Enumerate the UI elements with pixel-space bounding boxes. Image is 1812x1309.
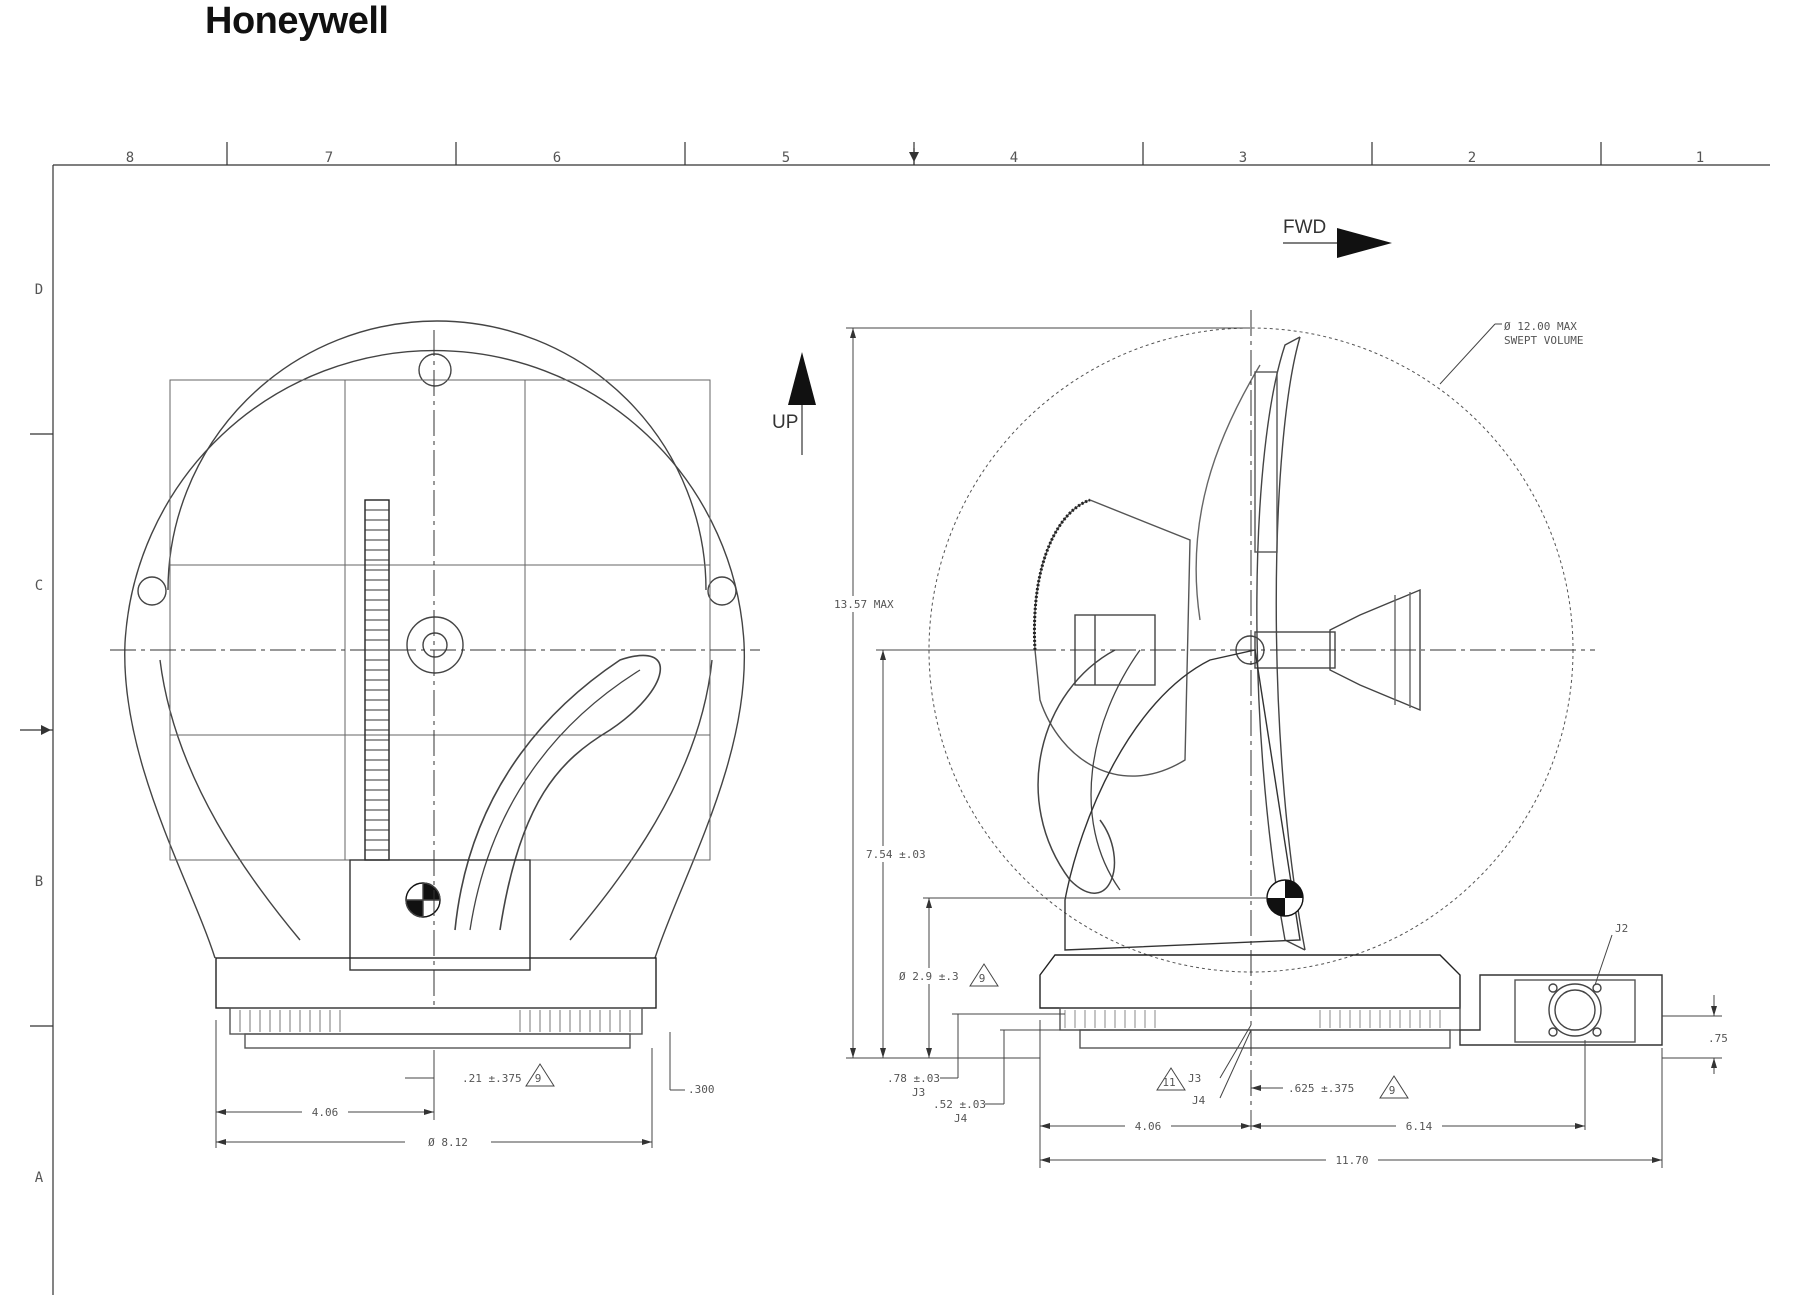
side-dim-cg: Ø 2.9 ±.3 [899,970,959,983]
side-cg-note-number: 9 [979,972,986,985]
front-base-plate [216,958,656,1008]
front-view [125,321,745,1048]
side-dim-arrows [850,328,1717,1163]
side-dim-forward: .625 ±.375 [1288,1082,1354,1095]
zone-2: 2 [1468,150,1476,166]
side-dim-j4-height: .52 ±.03 [933,1098,986,1111]
front-dimensions [216,1020,685,1148]
side-dim-right: 6.14 [1406,1120,1433,1133]
side-housing [1065,650,1300,950]
zone-4: 4 [1010,150,1018,166]
front-note-number: 9 [535,1072,542,1085]
side-flag-note-number: 11 [1162,1076,1175,1089]
center-mark-left [41,725,51,735]
side-dim-j3-height: .78 ±.03 [887,1072,940,1085]
side-dim-overall: 11.70 [1335,1154,1368,1167]
drawing-frame [20,142,1770,1295]
row-b: B [35,874,43,890]
connector-housing [1460,975,1662,1045]
row-a: A [35,1170,44,1186]
front-dim-radius: 4.06 [312,1106,339,1119]
swept-volume-label-2: SWEPT VOLUME [1504,334,1583,347]
fwd-label: FWD [1283,217,1326,238]
swept-volume-label-1: Ø 12.00 MAX [1504,320,1577,333]
front-dim-height: .300 [688,1083,715,1096]
side-dim-j4-tag: J4 [954,1112,968,1125]
side-dim-axis-height: 7.54 ±.03 [866,848,926,861]
top-lug [419,354,451,386]
antenna-dish-back [1276,337,1305,950]
j3-callout: J3 [1188,1072,1201,1085]
zone-6: 6 [553,150,561,166]
motor [407,617,463,673]
side-dim-j3-tag: J3 [912,1086,925,1099]
zone-3: 3 [1239,150,1247,166]
side-dim-left: 4.06 [1135,1120,1162,1133]
j4-callout: J4 [1192,1094,1206,1107]
right-lug [708,577,736,605]
zone-8: 8 [126,150,134,166]
zone-5: 5 [782,150,790,166]
wire-harness [455,655,660,930]
connector-j2 [1549,984,1601,1036]
side-view [1034,337,1662,1048]
connector-j2-label: J2 [1615,922,1628,935]
row-c: C [35,578,43,594]
elevation-gear [1034,500,1190,776]
front-dim-offset: .21 ±.375 [462,1072,522,1085]
up-label: UP [772,412,798,433]
side-base-plate [1040,955,1460,1008]
zone-7: 7 [325,150,333,166]
center-mark-top [909,152,919,162]
side-centerlines [1030,310,1595,1110]
front-centerlines [110,330,760,1010]
fwd-arrow-icon [1337,228,1392,258]
side-dim-max-height: 13.57 MAX [834,598,894,611]
up-arrow-icon [788,352,816,405]
left-lug [138,577,166,605]
zone-1: 1 [1696,150,1704,166]
side-dim-connector-height: .75 [1708,1032,1728,1045]
gear-teeth [365,510,389,850]
row-d: D [35,282,43,298]
side-forward-note-number: 9 [1389,1084,1396,1097]
front-dim-diameter: Ø 8.12 [428,1136,468,1149]
yoke-right [655,643,744,958]
